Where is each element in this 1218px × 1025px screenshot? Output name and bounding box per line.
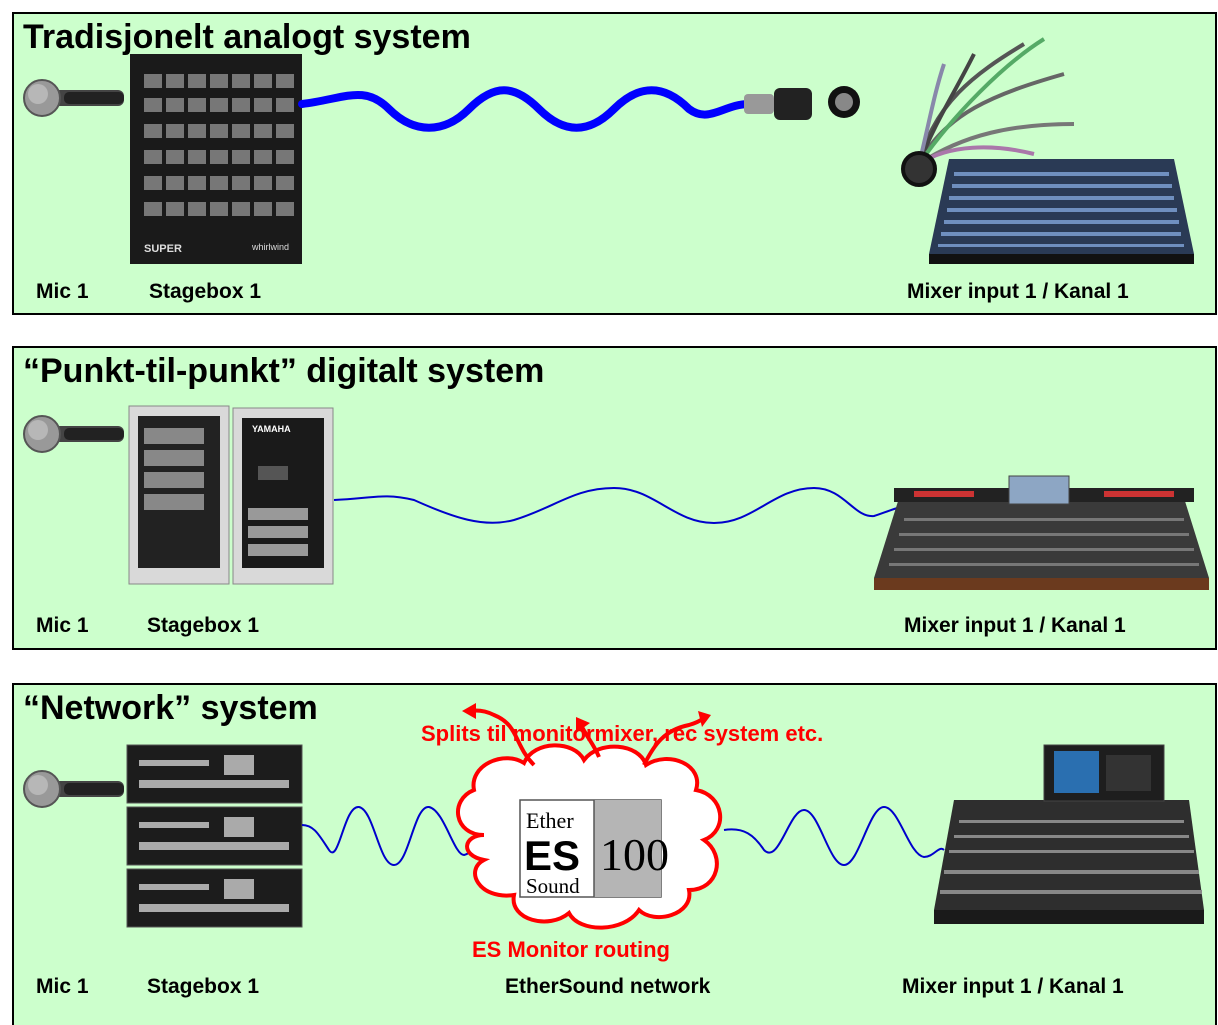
analog-diagram-art: SUPER whirlwind xyxy=(23,37,1194,264)
logo-ether-text: Ether xyxy=(526,808,574,833)
panel-point-to-point-system: YAMAHA “Punkt-til-punkt” digitalt system… xyxy=(12,346,1217,650)
stagebox-label: Stagebox 1 xyxy=(149,280,262,303)
digital-stagebox-icon: YAMAHA xyxy=(128,405,334,585)
analog-snake-cable xyxy=(298,86,753,132)
network-cable-left xyxy=(301,806,495,867)
logo-es-text: ES xyxy=(524,832,580,879)
network-mixer-icon xyxy=(934,744,1204,924)
panel-analog-system: SUPER whirlwind xyxy=(12,12,1217,315)
network-stagebox-stack-icon xyxy=(126,744,303,928)
splits-annotation: Splits til monitormixer, rec system etc. xyxy=(421,721,824,746)
mic-label: Mic 1 xyxy=(36,614,89,637)
network-label: EtherSound network xyxy=(505,975,711,998)
analog-mixer-icon xyxy=(929,159,1194,264)
panel-title: Tradisjonelt analogt system xyxy=(23,18,471,56)
stagebox-label: Stagebox 1 xyxy=(147,614,260,637)
digital-cable xyxy=(333,486,910,525)
stagebox-label: Stagebox 1 xyxy=(147,975,260,998)
panel-title: “Network” system xyxy=(23,689,318,727)
microphone-icon xyxy=(23,415,124,453)
stagebox-brand-left: SUPER xyxy=(144,243,182,255)
microphone-icon xyxy=(23,79,124,117)
microphone-icon xyxy=(23,770,124,808)
mixer-label: Mixer input 1 / Kanal 1 xyxy=(907,280,1129,303)
routing-annotation: ES Monitor routing xyxy=(472,937,670,962)
digital-diagram-art: YAMAHA xyxy=(23,405,1209,590)
multipin-connector-icon xyxy=(744,86,860,120)
logo-number-text: 100 xyxy=(600,829,669,880)
stagebox-brand: YAMAHA xyxy=(252,424,291,434)
fanout-tails-icon xyxy=(901,37,1075,187)
ethersound-logo: Ether ES Sound 100 xyxy=(519,799,669,898)
digital-mixer-icon xyxy=(874,475,1209,590)
stagebox-brand-right: whirlwind xyxy=(251,242,289,252)
panel-network-system: Ether ES Sound 100 “Network” system Spli… xyxy=(12,683,1217,1025)
network-diagram-art: Ether ES Sound 100 xyxy=(23,703,1204,930)
split-arrowheads-icon xyxy=(462,703,711,733)
network-cable-right xyxy=(723,805,945,867)
panel-title: “Punkt-til-punkt” digitalt system xyxy=(23,352,545,390)
mixer-label: Mixer input 1 / Kanal 1 xyxy=(904,614,1126,637)
mixer-label: Mixer input 1 / Kanal 1 xyxy=(902,975,1124,998)
stagebox-icon: SUPER whirlwind xyxy=(130,54,302,264)
mic-label: Mic 1 xyxy=(36,280,89,303)
mic-label: Mic 1 xyxy=(36,975,89,998)
logo-sound-text: Sound xyxy=(526,874,580,898)
